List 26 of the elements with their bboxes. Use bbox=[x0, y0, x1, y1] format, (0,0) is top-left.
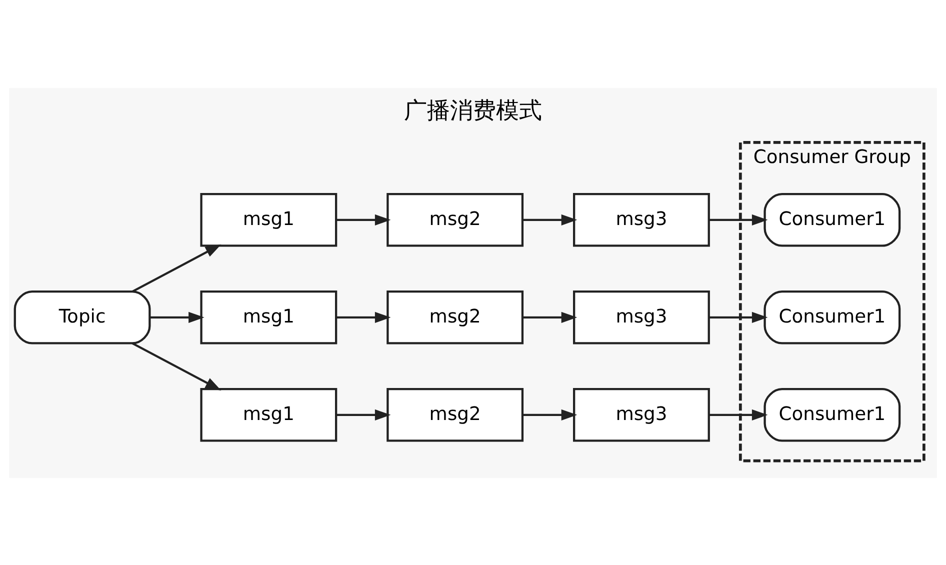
arrow bbox=[522, 311, 578, 322]
arrow bbox=[709, 408, 768, 420]
arrow bbox=[150, 311, 204, 322]
node-box: msg3 bbox=[573, 192, 710, 246]
arrow bbox=[336, 408, 391, 420]
arrow bbox=[132, 244, 222, 292]
arrow bbox=[336, 311, 391, 322]
node-box: msg2 bbox=[386, 388, 524, 442]
node-box: Consumer1 bbox=[764, 290, 901, 344]
node-box: Consumer1 bbox=[764, 192, 901, 246]
diagram-title: 广播消费模式 bbox=[404, 97, 542, 124]
node-box: msg1 bbox=[200, 388, 338, 442]
node-box: msg2 bbox=[386, 192, 524, 246]
arrow bbox=[709, 214, 768, 225]
node-box: msg2 bbox=[386, 290, 524, 344]
arrow bbox=[522, 408, 578, 420]
arrow bbox=[336, 214, 391, 225]
arrow bbox=[132, 342, 222, 390]
node-box: Topic bbox=[14, 290, 151, 344]
node-box: msg3 bbox=[573, 290, 710, 344]
node-box: msg1 bbox=[200, 192, 338, 246]
arrow bbox=[522, 214, 578, 225]
node-box: Consumer1 bbox=[764, 388, 901, 442]
arrow bbox=[709, 311, 768, 322]
node-box: msg3 bbox=[573, 388, 710, 442]
node-box: msg1 bbox=[200, 290, 338, 344]
